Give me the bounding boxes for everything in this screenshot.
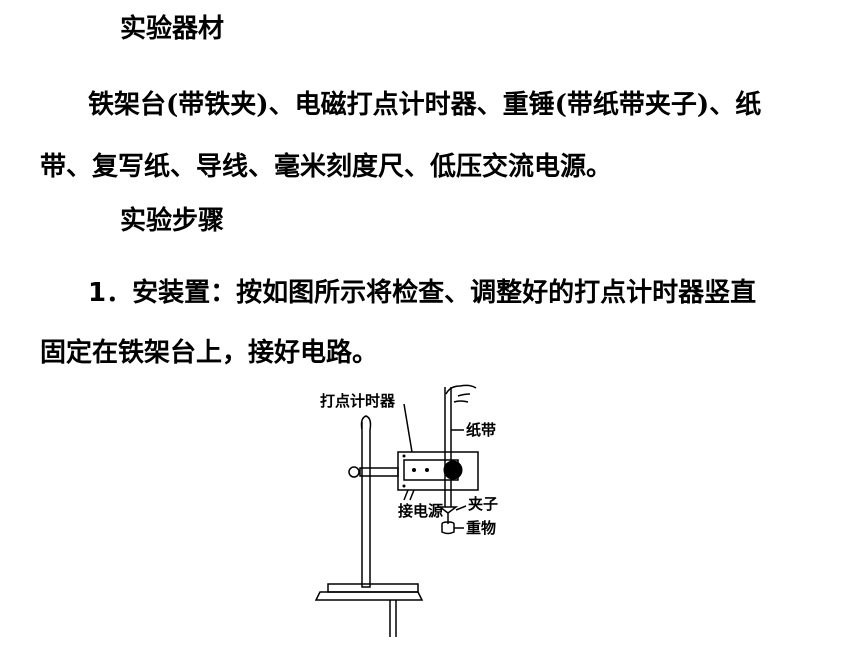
- step-title: ．安装置：: [106, 278, 237, 308]
- label-power: 接电源: [398, 502, 443, 520]
- hand: [445, 384, 477, 403]
- clamp-arm: [359, 467, 399, 477]
- label-tape: 纸带: [466, 421, 496, 439]
- stand-base-top: [327, 583, 419, 593]
- screw-1: [402, 454, 406, 458]
- step-1-line-2: 固定在铁架台上，接好电路。: [40, 338, 379, 368]
- materials-line-1: 铁架台(带铁夹)、电磁打点计时器、重锤(带纸带夹子)、纸: [88, 90, 762, 120]
- heading-materials: 实验器材: [120, 14, 225, 44]
- stand-rod: [360, 415, 372, 588]
- weight: [441, 521, 455, 535]
- stand-base: [314, 591, 424, 601]
- label-clip: 夹子: [468, 495, 498, 513]
- heading-steps: 实验步骤: [120, 206, 225, 236]
- lead-2: [409, 489, 415, 501]
- leader-timer: [403, 403, 413, 453]
- step-1-text: 按如图所示将检查、调整好的打点计时器竖直: [236, 278, 757, 308]
- clip: [437, 506, 459, 514]
- label-weight: 重物: [466, 519, 496, 537]
- step-1-line-1: 1．安装置：按如图所示将检查、调整好的打点计时器竖直: [88, 272, 756, 309]
- leader-clip: [455, 505, 467, 511]
- timer-dot-1: [412, 468, 416, 472]
- clamp-screw: [348, 466, 360, 478]
- label-timer: 打点计时器: [320, 392, 396, 410]
- screw-2: [402, 484, 406, 488]
- step-number: 1: [88, 278, 107, 308]
- timer-box: [397, 451, 479, 491]
- materials-line-2: 带、复写纸、导线、毫米刻度尺、低压交流电源。: [40, 152, 613, 182]
- lead-1: [403, 489, 409, 501]
- timer-dot-2: [425, 468, 429, 472]
- timer-magnet: [443, 460, 463, 480]
